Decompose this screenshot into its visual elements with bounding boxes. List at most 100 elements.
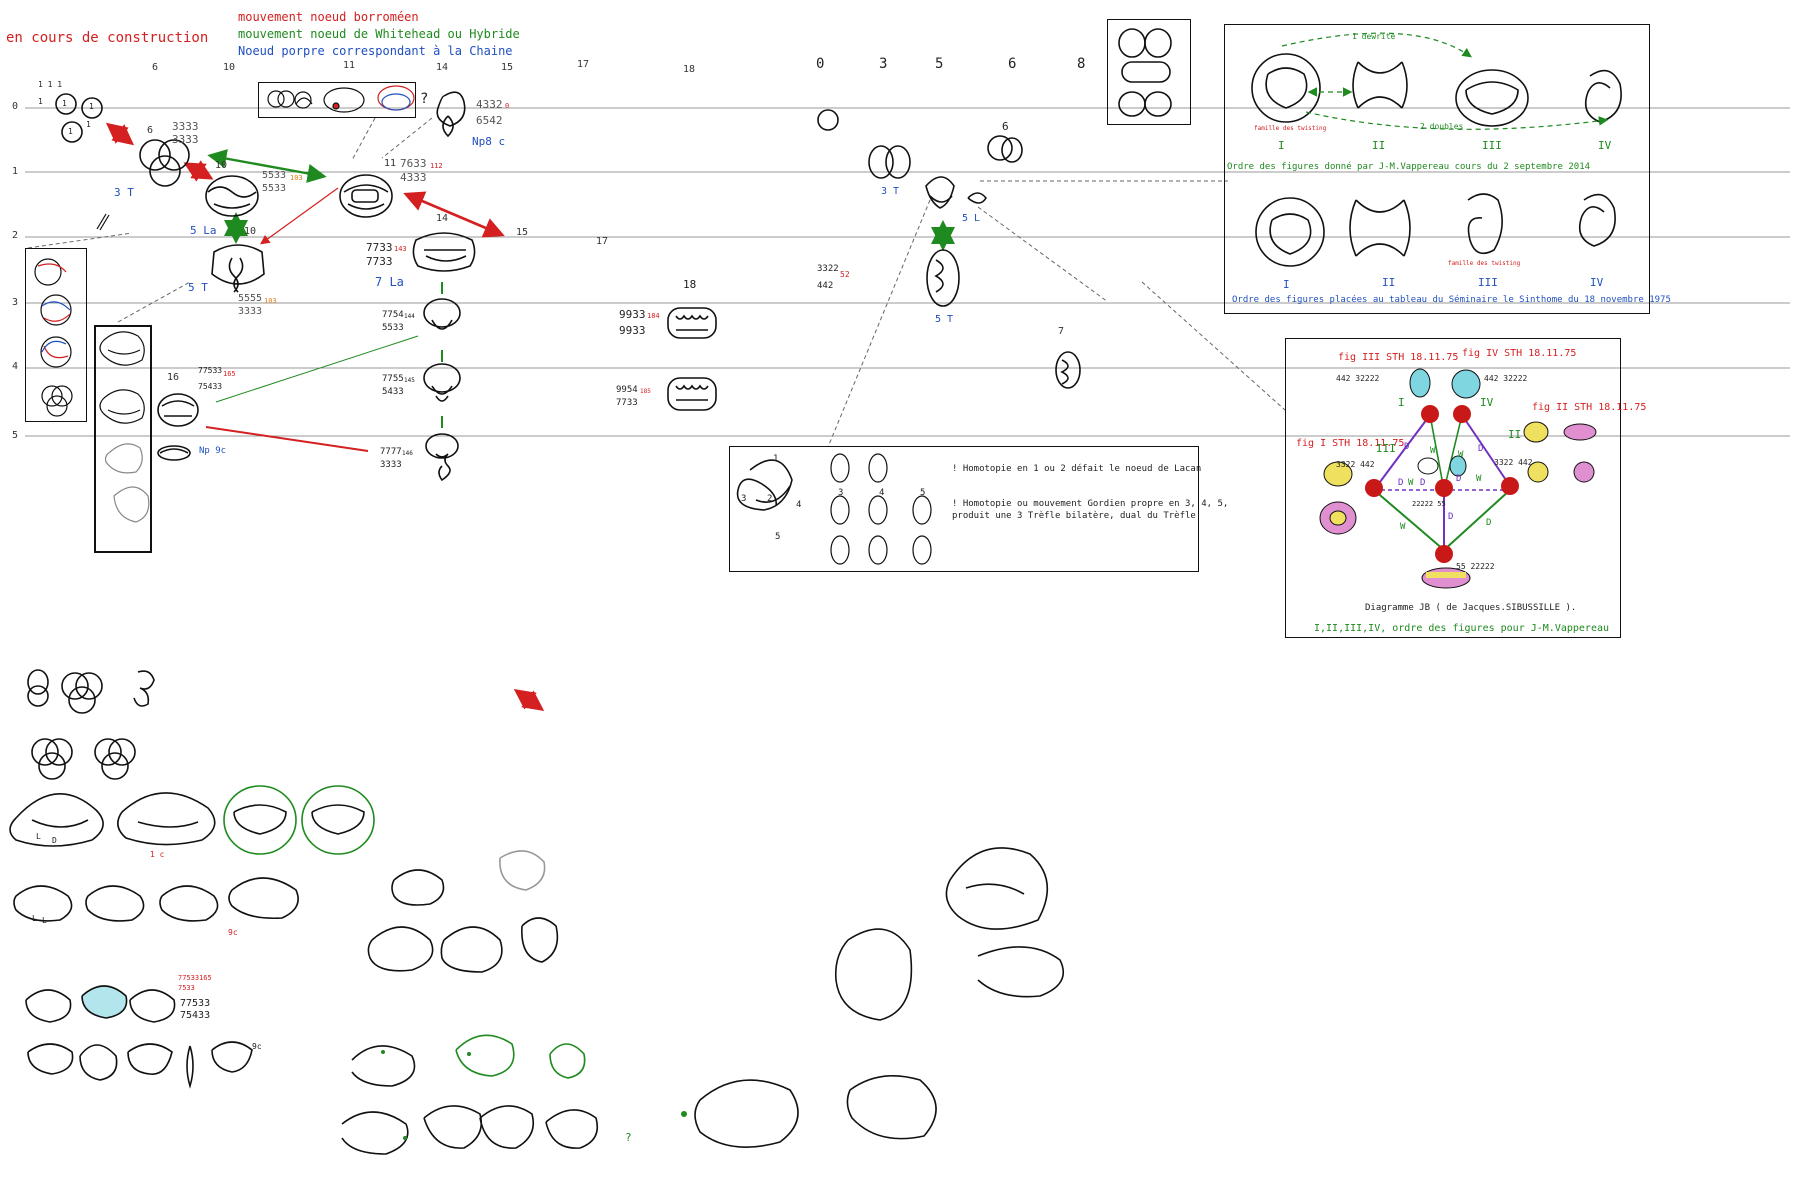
label-3322-sub: 52 (840, 270, 850, 279)
chain-knots-14 (423, 298, 461, 482)
legend-whitehead: mouvement noeud de Whitehead ou Hybride (238, 27, 520, 41)
homotopy-num-7: 4 (879, 488, 885, 498)
jb-fig-label-2: fig IV STH 18.11.75 (1462, 348, 1577, 359)
red-moves (105, 122, 545, 712)
figures-caption-2: Ordre des figures placées au tableau du … (1232, 295, 1671, 305)
fig-roman-top-2: II (1372, 139, 1386, 152)
fig-roman-top-3: III (1482, 139, 1502, 152)
fig-roman-top-4: IV (1598, 139, 1612, 152)
homotopy-knots (736, 453, 932, 565)
homotopy-line-3: produit une 3 Trèfle bilatère, dual du T… (952, 511, 1196, 521)
col-15: 15 (501, 62, 514, 73)
jb-edge-d3: D (1398, 478, 1404, 488)
label-10a: 10 (215, 160, 228, 171)
col-r3: 3 (879, 56, 888, 72)
label-4332-sub: 0 (505, 102, 510, 110)
label-7754: 7754 (382, 310, 404, 320)
label-3T-left: 3 T (114, 186, 134, 199)
label-1c: 1 c (150, 850, 165, 859)
jb-edge-w4: W (1476, 474, 1482, 484)
jb-edge-w3: W (1408, 478, 1414, 488)
label-9c: 9c (228, 928, 238, 937)
col-17: 17 (577, 59, 590, 70)
label-np9c: Np 9c (199, 446, 227, 456)
top-cluster-box (258, 82, 416, 118)
label-7733-a-sub: 143 (394, 245, 407, 253)
label-5533-b: 5533 (262, 183, 287, 194)
homotopy-num-3: 3 (741, 494, 747, 504)
label-6542: 6542 (476, 114, 503, 127)
knot-14 (412, 232, 476, 272)
label-16: 16 (167, 372, 180, 383)
homotopy-num-4: 4 (796, 500, 802, 510)
label-3322: 3322 (817, 264, 839, 274)
jb-edge-w1: W (1430, 446, 1436, 456)
label-L3: L (42, 916, 47, 925)
label-3333-a: 3333 (172, 120, 199, 133)
knot-10 (205, 175, 259, 217)
label-D1: D (52, 836, 57, 845)
jb-diagram (1319, 368, 1597, 589)
label-7755: 7755 (382, 374, 404, 384)
fig-roman-top-1: I (1278, 139, 1285, 152)
status-label: en cours de construction (6, 30, 209, 46)
label-77533: 77533 (198, 366, 223, 375)
col-r5: 5 (935, 56, 944, 72)
dashed-connectors (27, 117, 1286, 448)
jb-edge-w6: D (1486, 518, 1492, 528)
jb-fig-label-3: fig II STH 18.11.75 (1532, 402, 1647, 413)
homotopy-num-1: 1 (773, 454, 779, 464)
label-3333-c: 3333 (238, 306, 263, 317)
jb-edge-d5: D (1456, 474, 1462, 484)
ann-famille-2: famille des twisting (1448, 260, 1521, 267)
figures-box-dashed-arrows (1281, 32, 1609, 130)
ann-famille-1: famille des twisting (1254, 125, 1327, 132)
label-6-mid: 6 (1002, 120, 1009, 133)
row-3: 3 (12, 297, 19, 308)
label-7733-b: 7733 (366, 255, 393, 268)
fig-roman-bottom-4: IV (1590, 276, 1604, 289)
label-np8c: Np8 c (472, 135, 506, 148)
jb-edge-d6: D (1448, 512, 1454, 522)
label-3333-d: 3333 (380, 460, 402, 470)
ann-double: 2 doubles (1420, 122, 1464, 131)
seq-red-2: 7533 (178, 984, 195, 992)
label-17: 17 (596, 236, 609, 247)
label-one-b: 1 (62, 99, 67, 108)
knot-5T (211, 244, 265, 293)
col-14: 14 (436, 62, 449, 73)
label-7777: 7777 (380, 447, 402, 457)
label-one-a: 1 (38, 97, 43, 106)
label-4333: 4333 (400, 171, 427, 184)
label-5433: 5433 (382, 387, 404, 397)
label-5555: 5555 (238, 293, 263, 304)
label-5L: 5 L (962, 213, 981, 224)
homotopy-line-2: ! Homotopie ou mouvement Gordien propre … (952, 499, 1229, 509)
legend-chain: Noeud porpre correspondant à la Chaine (238, 44, 513, 58)
label-5533-a-sub: 103 (290, 174, 303, 182)
jb-code-6: 22222 55 (1412, 500, 1446, 508)
lower-knots (9, 669, 1065, 1155)
jb-title: Diagramme JB ( de Jacques.SIBUSSILLE ). (1365, 603, 1577, 613)
label-9954-sub: 185 (640, 388, 651, 395)
row-1: 1 (12, 166, 19, 177)
label-3333-b: 3333 (172, 133, 199, 146)
label-7755-sub: 145 (404, 377, 415, 384)
jb-edge-d1: D (1404, 442, 1410, 452)
label-7-mid: 7 (1058, 326, 1065, 337)
label-9933-a: 9933 (619, 308, 646, 321)
jb-fig-label-1: fig III STH 18.11.75 (1338, 352, 1459, 363)
jb-code-3: 3322 442 (1336, 460, 1375, 469)
legend-borromean: mouvement noeud borroméen (238, 10, 419, 24)
label-one-d: 1 (68, 127, 73, 136)
red-thin-moves (260, 187, 339, 245)
label-7La: 7 La (375, 275, 404, 289)
col-r0: 0 (816, 56, 825, 72)
label-5533-a: 5533 (262, 170, 287, 181)
figures-caption-1: Ordre des figures donné par J-M.Vapperea… (1227, 162, 1591, 172)
label-3T-mid: 3 T (881, 186, 900, 197)
label-7733-c: 7733 (616, 398, 638, 408)
label-one-e: 1 (86, 120, 91, 129)
col-10: 10 (223, 62, 236, 73)
label-7633: 7633 (400, 157, 427, 170)
